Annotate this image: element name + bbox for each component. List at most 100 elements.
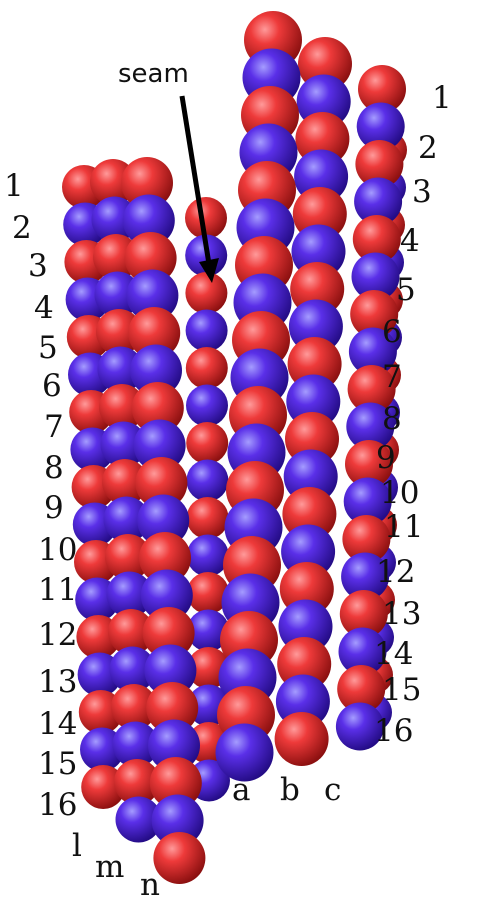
left-row-label-11: 11 <box>38 572 77 608</box>
subunit-c-12 <box>343 477 392 526</box>
subunit-n-15 <box>146 682 199 734</box>
subunit-n-7 <box>131 382 184 434</box>
subunit-l-17 <box>81 765 126 809</box>
front-right-bundle <box>215 11 406 782</box>
subunit-n-5 <box>128 307 181 359</box>
seam-arrow <box>179 95 212 265</box>
subunit-m-11 <box>105 534 151 580</box>
subunit-n-19 <box>153 832 206 884</box>
back-subunit-6 <box>186 384 228 427</box>
subunit-m-18 <box>115 796 162 843</box>
right-row-label-14: 14 <box>374 636 413 672</box>
back-subunit-10 <box>186 534 229 577</box>
right-row-label-9: 9 <box>376 440 396 476</box>
back-subunit-11 <box>187 572 229 614</box>
seam-annotation: seam <box>118 59 219 283</box>
left-row-label-8: 8 <box>44 450 64 486</box>
right-row-label-2: 2 <box>418 130 438 166</box>
column-label-l: l <box>72 828 82 864</box>
back-subunit-3 <box>185 272 228 314</box>
right-row-label-12: 12 <box>376 554 415 590</box>
subunit-n-16 <box>148 719 200 772</box>
subunit-m-6 <box>97 346 144 393</box>
left-row-label-6: 6 <box>42 368 62 404</box>
subunit-c-5 <box>352 215 401 263</box>
subunit-n-18 <box>151 794 204 847</box>
column-label-c: c <box>324 772 341 808</box>
subunit-n-2 <box>122 194 175 247</box>
subunit-c-7 <box>350 290 399 338</box>
left-row-label-13: 13 <box>38 664 77 700</box>
subunit-n-9 <box>135 457 188 509</box>
subunit-c-8 <box>348 327 397 376</box>
column-label-b: b <box>280 772 300 808</box>
back-subunit-12 <box>187 609 230 652</box>
right-row-label-7: 7 <box>382 359 402 395</box>
subunit-c-15 <box>339 590 388 638</box>
right-row-label-4: 4 <box>400 223 420 259</box>
subunit-n-3 <box>124 232 177 284</box>
subunit-m-15 <box>111 684 157 730</box>
subunit-n-11 <box>139 532 191 584</box>
back-subunit-5 <box>185 347 228 389</box>
right-row-label-1: 1 <box>432 80 452 116</box>
subunit-b-19 <box>274 712 329 766</box>
left-row-label-3: 3 <box>28 248 48 284</box>
subunit-c-16 <box>338 627 387 676</box>
subunit-n-12 <box>140 569 193 622</box>
left-row-label-10: 10 <box>38 532 77 568</box>
subunit-c-6 <box>351 252 400 301</box>
back-subunit-9 <box>186 497 229 539</box>
right-row-label-8: 8 <box>382 401 402 437</box>
left-row-label-1: 1 <box>4 168 24 204</box>
subunit-n-8 <box>133 419 186 472</box>
left-row-label-7: 7 <box>44 409 64 445</box>
right-row-label-13: 13 <box>382 596 421 632</box>
subunit-c-4 <box>354 177 403 226</box>
subunit-c-3 <box>355 140 404 188</box>
subunit-l-16 <box>80 727 124 772</box>
left-row-label-2: 2 <box>12 210 32 246</box>
back-subunit-4 <box>185 309 228 352</box>
subunit-c-17 <box>337 665 386 713</box>
subunit-m-7 <box>99 384 145 430</box>
subunit-n-13 <box>142 607 195 659</box>
subunit-c-11 <box>345 440 393 488</box>
back-subunit-1 <box>185 197 227 239</box>
right-row-label-5: 5 <box>396 272 416 308</box>
subunit-m-13 <box>108 609 154 655</box>
right-row-label-3: 3 <box>412 174 432 210</box>
left-row-label-9: 9 <box>44 490 64 526</box>
left-row-label-14: 14 <box>38 706 77 742</box>
subunit-n-6 <box>130 344 182 397</box>
subunit-c-13 <box>342 515 391 563</box>
right-row-label-15: 15 <box>382 672 421 708</box>
subunit-m-16 <box>112 721 159 768</box>
left-row-label-12: 12 <box>38 617 77 653</box>
back-subunit-7 <box>186 422 229 464</box>
subunit-n-4 <box>126 269 179 322</box>
seam-arrowhead <box>199 258 219 283</box>
subunit-m-8 <box>100 421 147 468</box>
subunit-m-10 <box>103 496 150 543</box>
subunit-c-14 <box>341 552 390 601</box>
right-row-label-10: 10 <box>380 475 419 511</box>
right-row-label-16: 16 <box>374 713 413 749</box>
right-row-label-11: 11 <box>384 509 423 545</box>
back-subunit-8 <box>186 459 229 502</box>
subunit-m-14 <box>109 646 156 693</box>
subunit-c-9 <box>347 365 396 413</box>
subunit-c-1 <box>358 65 406 113</box>
subunit-c-18 <box>335 702 384 751</box>
subunit-n-17 <box>149 757 202 809</box>
subunit-c-2 <box>356 102 405 151</box>
subunit-n-14 <box>144 644 197 697</box>
subunit-m-17 <box>114 759 160 805</box>
subunit-m-9 <box>102 459 148 505</box>
subunit-n-1 <box>121 157 173 209</box>
